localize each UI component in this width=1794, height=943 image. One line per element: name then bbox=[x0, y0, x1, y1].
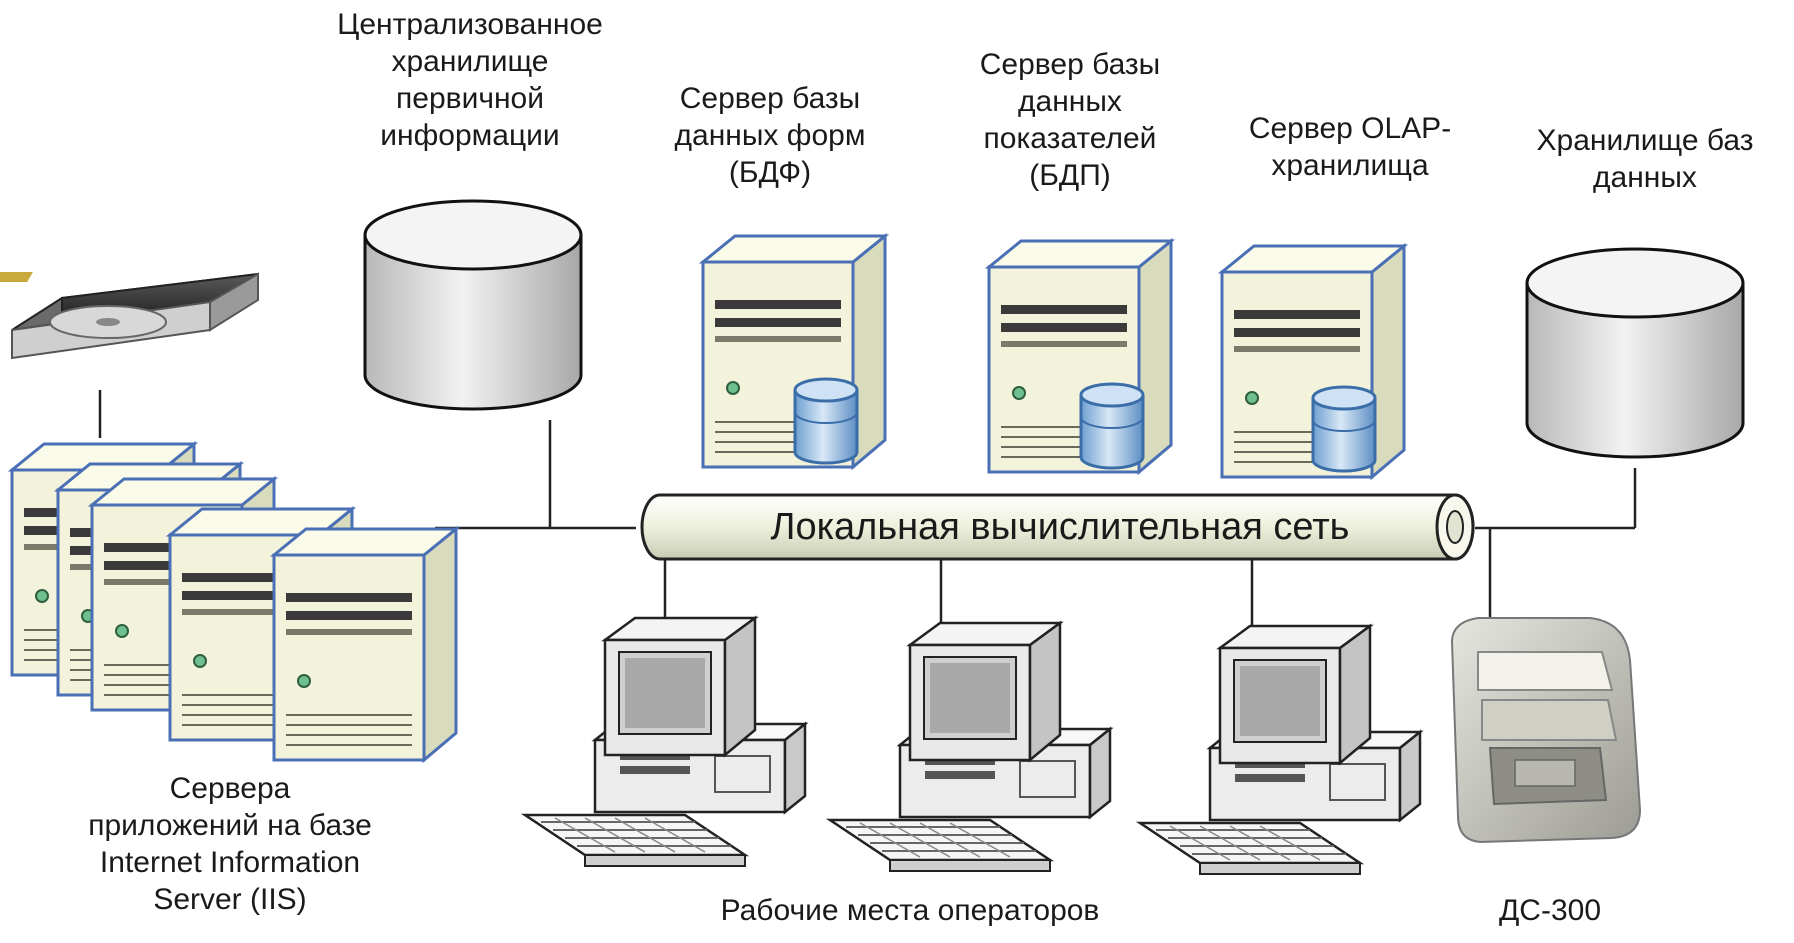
label-line: Server (IIS) bbox=[153, 883, 307, 916]
label-db-storage: Хранилище баз данных bbox=[1505, 122, 1785, 196]
indicators-db-server bbox=[987, 239, 1173, 474]
label-line: первичной bbox=[396, 82, 544, 115]
optical-drive bbox=[0, 272, 259, 360]
label-line: Сервера bbox=[169, 772, 291, 805]
label-olap-server: Сервер OLAP- хранилища bbox=[1220, 110, 1480, 184]
label-indicators-db-server: Сервер базы данных показателей (БДП) bbox=[920, 46, 1220, 194]
label-line: приложений на базе bbox=[88, 809, 372, 842]
central-storage-cylinder bbox=[363, 199, 583, 411]
forms-db-server bbox=[701, 234, 887, 469]
label-line: данных bbox=[1593, 161, 1697, 194]
label-line: (БДФ) bbox=[728, 156, 812, 189]
db-storage-cylinder bbox=[1525, 247, 1745, 459]
scanner-ds300 bbox=[1450, 617, 1642, 844]
lan-pipe bbox=[640, 493, 1475, 561]
label-workstations: Рабочие места операторов bbox=[720, 894, 1100, 927]
label-line: Хранилище баз bbox=[1536, 124, 1754, 157]
label-app-servers: Сервера приложений на базе Internet Info… bbox=[60, 770, 400, 918]
label-line: показателей bbox=[983, 122, 1157, 155]
operator-workstations bbox=[523, 616, 1422, 876]
label-line: данных форм bbox=[674, 119, 866, 152]
label-line: хранилище bbox=[391, 45, 549, 78]
app-server-group bbox=[10, 442, 458, 762]
label-line: Internet Information bbox=[99, 846, 361, 879]
label-line: информации bbox=[380, 119, 560, 152]
label-central-storage: Централизованное хранилище первичной инф… bbox=[300, 6, 640, 154]
label-line: Централизованное bbox=[337, 8, 603, 41]
label-line: Сервер OLAP- bbox=[1248, 112, 1452, 145]
olap-server bbox=[1220, 244, 1406, 479]
label-line: данных bbox=[1018, 85, 1122, 118]
connection-lines bbox=[98, 390, 1637, 628]
label-scanner: ДС-300 bbox=[1498, 894, 1602, 927]
lan-label: Локальная вычислительная сеть bbox=[770, 506, 1350, 548]
label-line: хранилища bbox=[1271, 149, 1429, 182]
label-forms-db-server: Сервер базы данных форм (БДФ) bbox=[620, 80, 920, 191]
label-line: Сервер базы bbox=[979, 48, 1161, 81]
label-line: Сервер базы bbox=[679, 82, 861, 115]
label-line: (БДП) bbox=[1029, 159, 1111, 192]
